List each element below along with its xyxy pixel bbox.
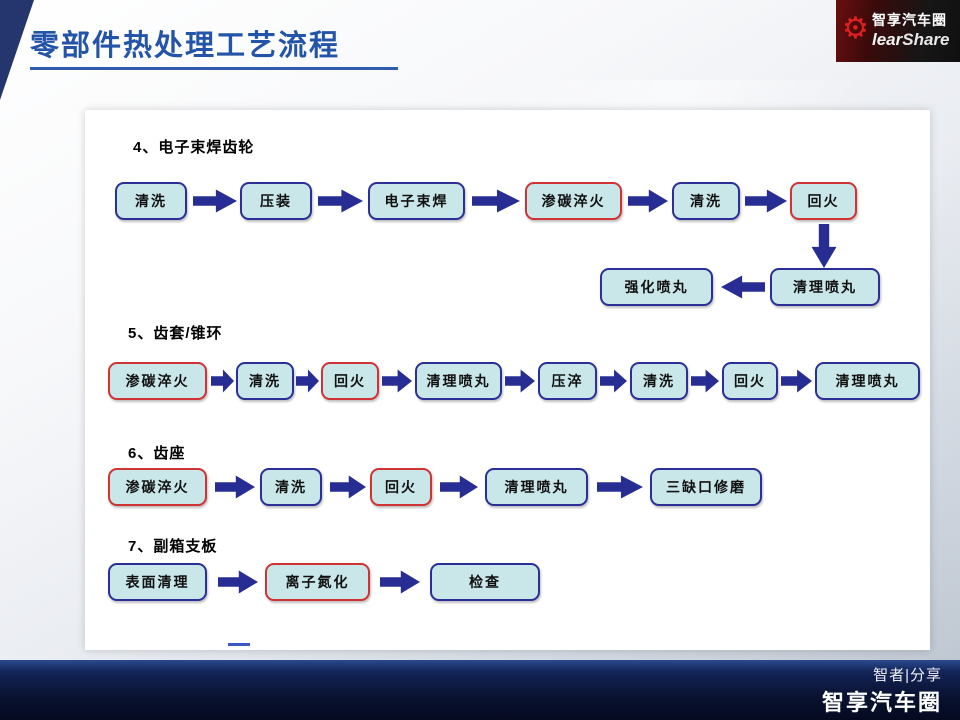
flow-step: 三缺口修磨 [650, 468, 762, 506]
arrow-right-icon [380, 570, 420, 594]
section-label-4: 4、电子束焊齿轮 [133, 139, 255, 156]
logo-share: Share [902, 30, 950, 49]
footer-brand: 智享汽车圈 [821, 689, 942, 715]
page-title: 零部件热处理工艺流程 [30, 30, 341, 62]
section-label-7: 7、副箱支板 [128, 538, 218, 555]
arrow-right-icon [318, 189, 363, 213]
flow-step: 压装 [240, 182, 312, 220]
logo-wordmark: learShare [872, 30, 950, 50]
corner-accent [0, 0, 34, 100]
flow-step: 表面清理 [108, 563, 207, 601]
footer-bar: 智者|分享 智享汽车圈 [0, 660, 960, 720]
flow-step: 清理喷丸 [415, 362, 502, 400]
arrow-right-icon [597, 475, 643, 499]
flow-step-highlight: 离子氮化 [265, 563, 370, 601]
flow-step: 电子束焊 [368, 182, 465, 220]
section-label-5: 5、齿套/锥环 [128, 325, 223, 342]
arrow-down-icon [811, 224, 837, 268]
flow-step: 清洗 [630, 362, 688, 400]
gear-icon: ⚙ [842, 12, 869, 45]
flow-step: 清洗 [672, 182, 740, 220]
arrow-right-icon [600, 369, 627, 393]
flow-step: 清洗 [115, 182, 187, 220]
arrow-right-icon [745, 189, 787, 213]
flow-step-highlight: 渗碳淬火 [108, 362, 207, 400]
arrow-left-icon [721, 275, 765, 299]
brand-logo: ⚙ 智享汽车圈 learShare [836, 0, 960, 62]
arrow-right-icon [781, 369, 812, 393]
flow-step-highlight: 回火 [370, 468, 432, 506]
arrow-right-icon [628, 189, 668, 213]
logo-lear: lear [872, 30, 903, 49]
arrow-right-icon [330, 475, 366, 499]
flow-step: 清理喷丸 [770, 268, 880, 306]
arrow-right-icon [218, 570, 258, 594]
title-underline [30, 67, 398, 70]
flow-step-highlight: 回火 [790, 182, 857, 220]
flow-step: 强化喷丸 [600, 268, 713, 306]
arrow-right-icon [296, 369, 319, 393]
arrow-right-icon [472, 189, 520, 213]
flow-step: 清洗 [260, 468, 322, 506]
arrow-right-icon [382, 369, 412, 393]
section-label-6: 6、齿座 [128, 445, 186, 462]
flow-step: 清理喷丸 [815, 362, 920, 400]
flow-step: 检查 [430, 563, 540, 601]
arrow-right-icon [193, 189, 237, 213]
flow-step: 压淬 [538, 362, 597, 400]
footer-tagline: 智者|分享 [873, 666, 942, 684]
logo-name-cn: 智享汽车圈 [872, 12, 947, 28]
stray-underline [228, 643, 250, 646]
arrow-right-icon [691, 369, 719, 393]
flow-step-highlight: 回火 [321, 362, 379, 400]
flow-step-highlight: 渗碳淬火 [108, 468, 207, 506]
arrow-right-icon [211, 369, 234, 393]
arrow-right-icon [505, 369, 535, 393]
arrow-right-icon [215, 475, 255, 499]
flow-step: 清洗 [236, 362, 294, 400]
flow-step: 回火 [722, 362, 778, 400]
diagram-panel: 4、电子束焊齿轮 清洗 压装 电子束焊 渗碳淬火 清洗 回火 强化喷丸 清理喷丸… [85, 110, 930, 650]
flow-step-highlight: 渗碳淬火 [525, 182, 622, 220]
flow-step: 清理喷丸 [485, 468, 588, 506]
arrow-right-icon [440, 475, 478, 499]
